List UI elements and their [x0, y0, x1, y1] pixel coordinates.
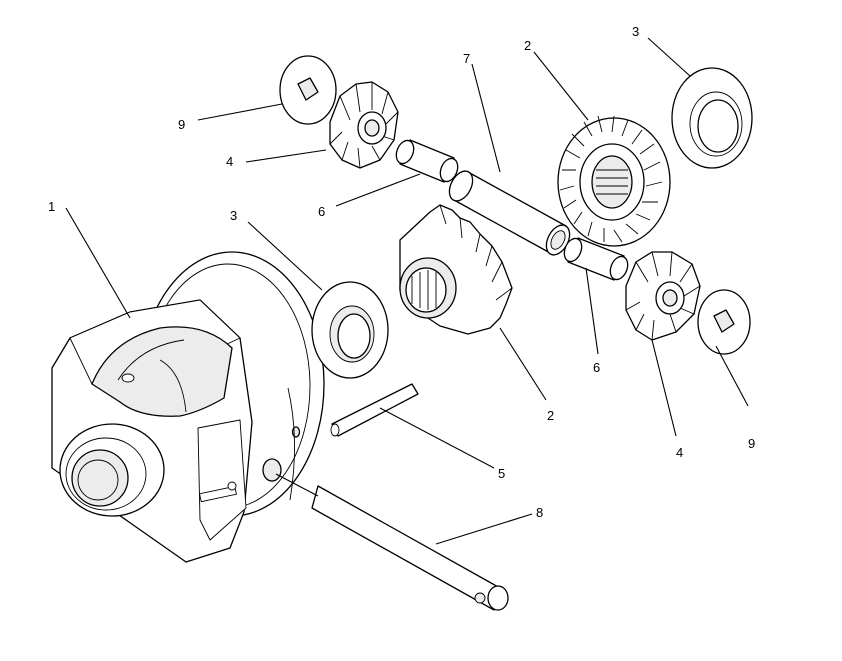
callout-9-upper: 9	[178, 117, 185, 132]
thrust-washer-left	[311, 281, 389, 379]
center-sleeve	[448, 170, 571, 256]
leader-1	[65, 207, 131, 319]
differential-case	[51, 251, 325, 563]
callout-9-lower: 9	[748, 436, 755, 451]
callout-8: 8	[536, 505, 543, 520]
leader-6-upper	[335, 173, 421, 207]
callout-1: 1	[48, 199, 55, 214]
callout-6-lower: 6	[593, 360, 600, 375]
leader-8	[435, 513, 533, 545]
callout-labels: 1 9 4 6 3 7 2 3 2 6 4 9 5 8	[48, 24, 755, 520]
leader-6-lower	[585, 267, 599, 355]
callout-7: 7	[463, 51, 470, 66]
leader-3-left	[247, 221, 323, 291]
leader-4-lower	[651, 339, 677, 437]
side-gear-right	[557, 115, 671, 247]
callout-2-left: 2	[547, 408, 554, 423]
leader-4-upper	[245, 149, 327, 163]
leader-lines	[65, 37, 749, 545]
leader-8-hole	[275, 473, 319, 497]
leader-9-lower	[715, 345, 749, 407]
callout-4-lower: 4	[676, 445, 683, 460]
washer-upper	[279, 55, 337, 125]
leader-5	[379, 407, 495, 469]
pinion-gear-upper	[329, 81, 399, 169]
leader-3-right	[647, 37, 691, 77]
leader-9-upper	[197, 103, 283, 121]
callout-2-right: 2	[524, 38, 531, 53]
callout-4-upper: 4	[226, 154, 233, 169]
spacer-upper	[395, 139, 459, 183]
leader-7	[471, 63, 501, 173]
callout-5: 5	[498, 466, 505, 481]
callout-6-upper: 6	[318, 204, 325, 219]
pinion-shaft	[311, 485, 509, 611]
callout-3-left: 3	[230, 208, 237, 223]
leader-2-right	[533, 51, 589, 121]
spacer-lower	[563, 237, 629, 281]
thrust-washer-right	[671, 67, 753, 169]
leader-2-left	[499, 327, 547, 401]
washer-lower	[697, 289, 751, 355]
cross-pin	[330, 383, 419, 437]
pinion-gear-lower	[625, 251, 701, 341]
callout-3-right: 3	[632, 24, 639, 39]
side-gear-left	[399, 204, 513, 335]
